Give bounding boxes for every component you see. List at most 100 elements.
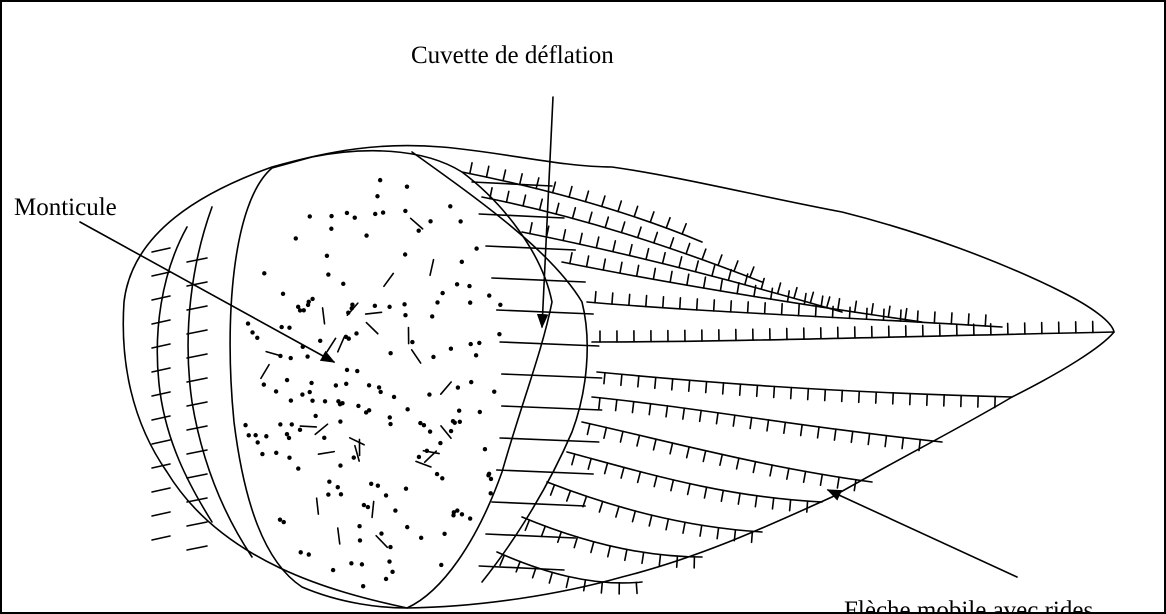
hatch-tick bbox=[700, 410, 702, 421]
sand-dot bbox=[405, 525, 409, 529]
sand-dot bbox=[357, 524, 361, 528]
hatch-tick bbox=[569, 187, 572, 198]
sand-dot bbox=[300, 392, 304, 396]
hatch-tick bbox=[625, 550, 627, 561]
sand-dot bbox=[290, 422, 294, 426]
sand-dot bbox=[416, 229, 420, 233]
hatch-tick bbox=[820, 474, 822, 485]
sand-dot bbox=[260, 452, 264, 456]
sand-dot bbox=[310, 398, 314, 402]
hatch-tick bbox=[530, 223, 532, 234]
sand-dot bbox=[308, 214, 312, 218]
sand-dot bbox=[438, 441, 442, 445]
hatch-tick bbox=[603, 259, 605, 270]
sand-dot bbox=[345, 211, 349, 215]
hatch-tick bbox=[486, 166, 488, 177]
sand-dot bbox=[285, 432, 289, 436]
sand-dot bbox=[334, 383, 338, 387]
sand-dot bbox=[451, 419, 455, 423]
hatch-tick bbox=[523, 195, 525, 206]
ripple-ridge bbox=[587, 302, 1002, 327]
sand-dot bbox=[428, 429, 432, 433]
hatch-tick bbox=[757, 385, 758, 396]
sand-dot bbox=[362, 503, 366, 507]
sand-dot bbox=[287, 436, 291, 440]
hatch-tick bbox=[791, 388, 792, 399]
sand-dot bbox=[458, 219, 462, 223]
sand-dot bbox=[440, 476, 444, 480]
sand-dot bbox=[308, 390, 312, 394]
hatch-tick bbox=[649, 404, 650, 415]
sand-dot bbox=[467, 284, 471, 288]
sand-dot bbox=[439, 563, 443, 567]
hatch-tick bbox=[716, 413, 718, 424]
ripple-ridge bbox=[582, 422, 872, 482]
sand-dot bbox=[344, 382, 348, 386]
sand-dot bbox=[373, 212, 377, 216]
hatch-tick bbox=[503, 170, 505, 181]
hatch-tick bbox=[985, 315, 986, 326]
hatch-tick bbox=[968, 314, 969, 325]
hatch-tick bbox=[718, 255, 722, 265]
hatch-tick bbox=[728, 270, 731, 281]
sand-dot bbox=[361, 584, 365, 588]
mound-stroke bbox=[441, 382, 451, 394]
hatch-tick bbox=[900, 310, 901, 321]
hatch-tick bbox=[700, 525, 702, 536]
hatch-tick bbox=[734, 261, 738, 271]
hatch-tick bbox=[563, 230, 565, 241]
sand-dot bbox=[294, 236, 298, 240]
hatch-tick bbox=[616, 400, 617, 411]
hatch-tick bbox=[637, 265, 639, 276]
hatch-tick bbox=[683, 522, 685, 533]
hatch-tick bbox=[688, 484, 690, 495]
sand-dot bbox=[285, 378, 289, 382]
hatch-tick bbox=[632, 402, 633, 413]
hatch-tick bbox=[838, 299, 840, 310]
hatch-tick bbox=[818, 427, 819, 438]
hatch-tick bbox=[885, 436, 886, 447]
hatch-tick bbox=[602, 196, 605, 207]
hatch-tick bbox=[706, 382, 707, 393]
hatch-tick bbox=[731, 301, 732, 312]
hatch-tick bbox=[905, 309, 907, 320]
hatch-tick bbox=[654, 232, 657, 242]
sand-dot bbox=[430, 314, 434, 318]
hatch-tick bbox=[670, 271, 672, 282]
sand-dot bbox=[468, 300, 472, 304]
hatch-tick bbox=[686, 243, 690, 253]
hatch-tick bbox=[601, 582, 602, 593]
hatch-tick bbox=[772, 498, 773, 509]
hatch-tick bbox=[540, 199, 543, 210]
hatch-tick bbox=[525, 520, 529, 530]
sand-dot bbox=[376, 483, 380, 487]
ripple-ridge bbox=[592, 397, 942, 442]
sand-dot bbox=[460, 512, 464, 516]
mound-stroke bbox=[384, 273, 393, 286]
sand-dot bbox=[354, 331, 358, 335]
hatch-tick bbox=[872, 304, 874, 315]
hatch-tick bbox=[683, 408, 684, 419]
mound-stroke bbox=[315, 424, 327, 434]
sand-dot bbox=[388, 415, 392, 419]
hatch-tick bbox=[807, 501, 808, 512]
hatch-tick bbox=[687, 274, 689, 285]
hatch-tick bbox=[666, 519, 668, 530]
mound-stroke bbox=[338, 337, 344, 352]
sand-dot bbox=[310, 297, 314, 301]
sand-dot bbox=[373, 304, 377, 308]
sand-dot bbox=[364, 410, 368, 414]
hatch-tick bbox=[704, 277, 706, 288]
sand-dot bbox=[306, 303, 310, 307]
hatch-tick bbox=[855, 301, 857, 312]
sand-dot bbox=[440, 291, 444, 295]
basin-line bbox=[486, 534, 575, 538]
ripple-ridge bbox=[547, 482, 762, 532]
hatch-tick bbox=[697, 299, 698, 310]
hatch-tick bbox=[784, 422, 786, 433]
ripple-ridge bbox=[592, 332, 1114, 342]
left-band-1 bbox=[157, 227, 212, 522]
hatch-tick bbox=[816, 306, 817, 317]
hatch-tick bbox=[790, 500, 791, 511]
hatch-tick bbox=[536, 178, 539, 189]
